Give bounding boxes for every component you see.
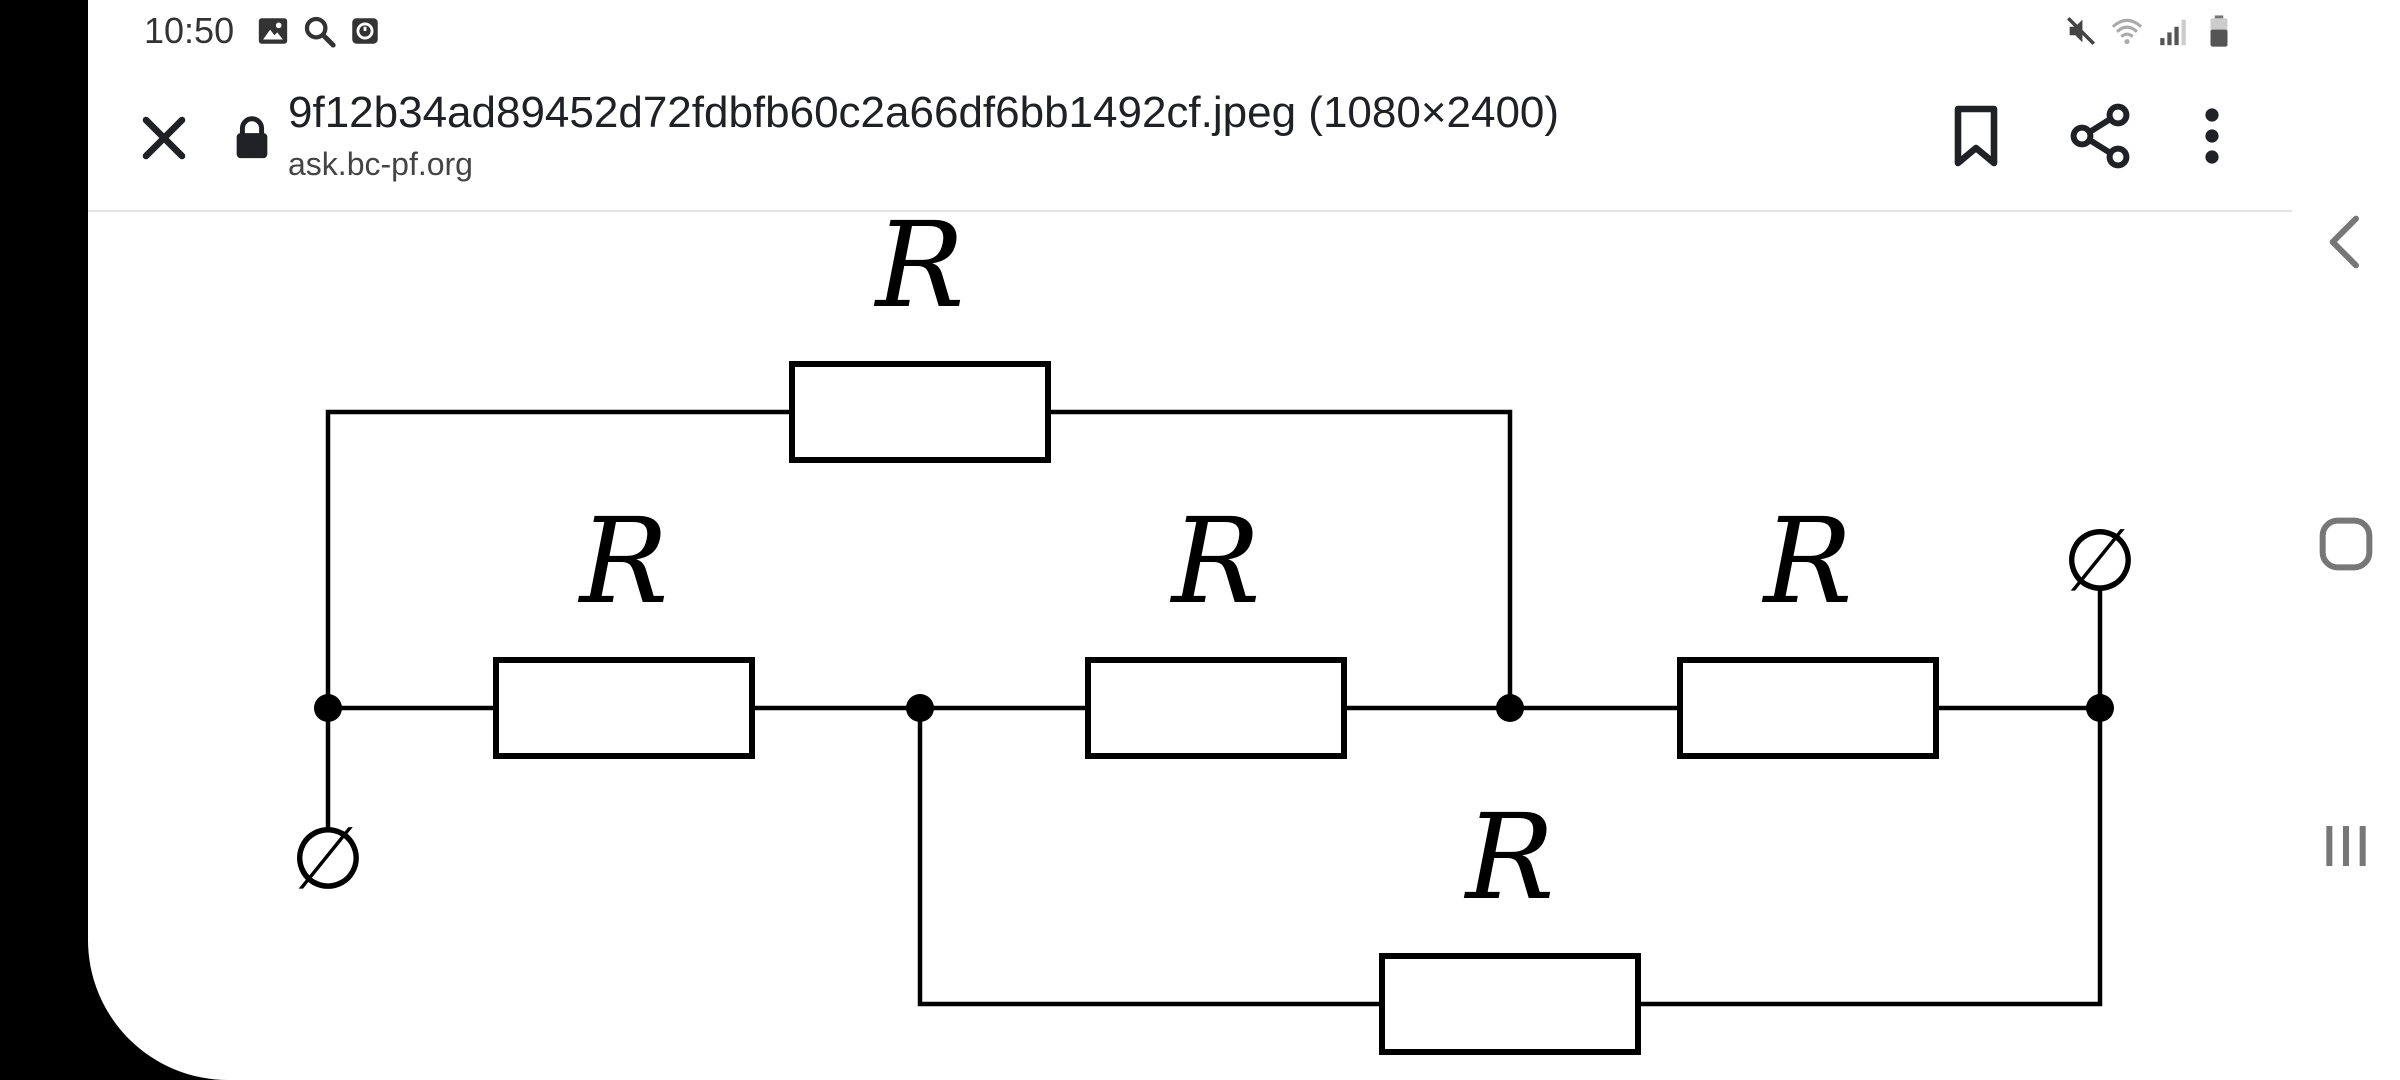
timer-icon <box>352 18 378 44</box>
close-icon[interactable] <box>128 102 200 174</box>
back-icon[interactable] <box>2306 202 2386 282</box>
circuit-diagram: R R R R R ∅ ∅ <box>291 196 2138 1055</box>
junction-node <box>906 694 934 722</box>
terminal-symbol-left: ∅ <box>291 809 366 909</box>
wire-top-branch <box>325 409 792 708</box>
resistor-label: R <box>578 492 669 630</box>
status-icons-right <box>2064 14 2236 48</box>
resistor-middle <box>1085 657 1347 759</box>
wire-bottom-branch <box>917 708 1382 1007</box>
resistor-right <box>1677 657 1939 759</box>
wire-top-branch-right <box>1048 409 1513 708</box>
wifi-icon <box>2111 18 2143 45</box>
page-url: ask.bc-pf.org <box>288 146 473 182</box>
resistor-left <box>493 657 755 759</box>
status-time: 10:50 <box>144 10 235 51</box>
resistor-top <box>789 361 1051 463</box>
lock-icon[interactable] <box>232 114 272 160</box>
resistor-label: R <box>1170 492 1261 630</box>
resistor-label: R <box>1762 492 1853 630</box>
junction-node <box>2086 694 2114 722</box>
navigation-bar <box>2292 0 2400 1080</box>
phone-screen: 10:50 <box>88 0 2294 1080</box>
signal-icon <box>2160 19 2186 46</box>
search-icon <box>304 16 336 48</box>
mute-icon <box>2066 16 2096 46</box>
junction-node <box>1496 694 1524 722</box>
status-icons-left <box>256 14 382 48</box>
bookmark-icon[interactable] <box>1940 100 2012 172</box>
image-viewer[interactable]: R R R R R ∅ ∅ <box>88 196 2292 1080</box>
page-title: 9f12b34ad89452d72fdbfb60c2a66df6bb1492cf… <box>288 88 1560 137</box>
recents-icon[interactable] <box>2306 806 2386 886</box>
junction-node <box>314 694 342 722</box>
share-icon[interactable] <box>2064 100 2136 172</box>
image-icon <box>258 18 288 44</box>
resistor-label: R <box>874 212 965 334</box>
wire-bottom-branch-right <box>1638 708 2103 1007</box>
resistor-bottom <box>1379 953 1641 1055</box>
home-icon[interactable] <box>2306 504 2386 584</box>
status-bar: 10:50 <box>88 0 2292 64</box>
terminal-symbol-right: ∅ <box>2063 511 2138 611</box>
resistor-label: R <box>1464 788 1555 926</box>
more-vert-icon[interactable] <box>2176 100 2248 172</box>
app-bar: 9f12b34ad89452d72fdbfb60c2a66df6bb1492cf… <box>88 64 2292 212</box>
battery-icon <box>2210 15 2228 47</box>
